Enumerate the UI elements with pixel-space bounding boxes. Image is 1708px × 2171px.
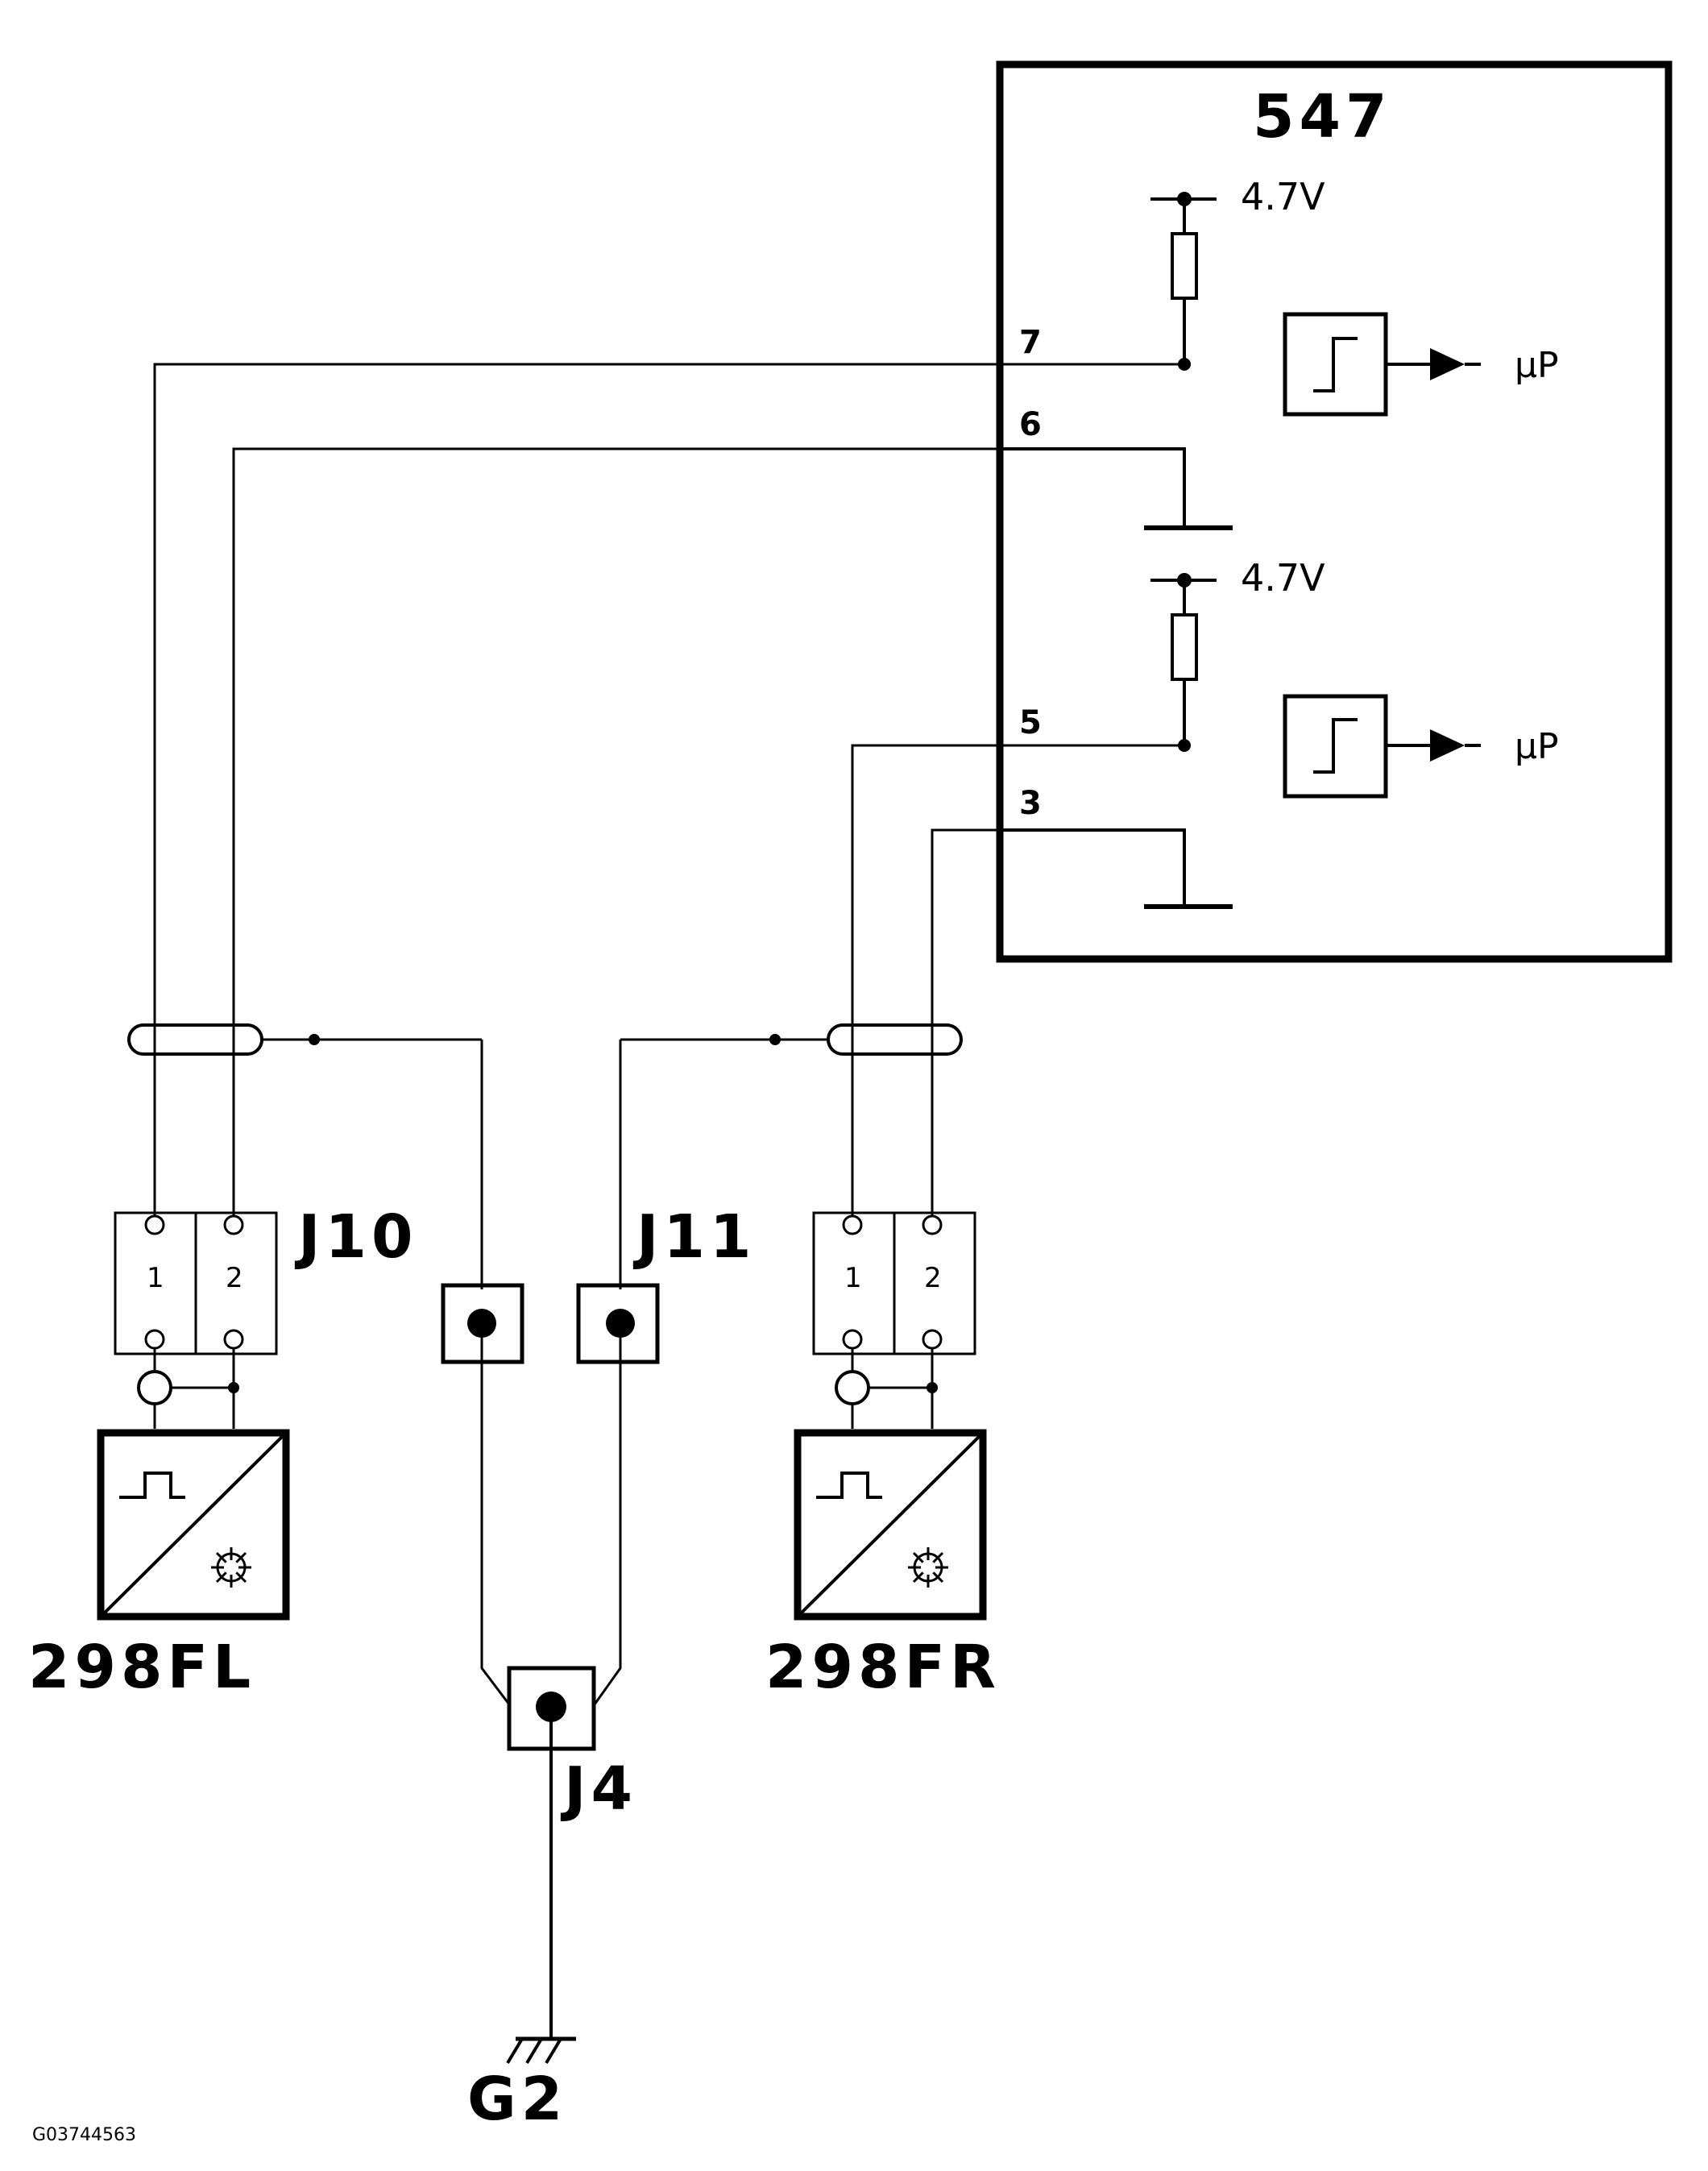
sensor-right-label: 298FR — [765, 1633, 1001, 1702]
lower-schmitt-trigger — [1283, 694, 1388, 799]
module-label: 547 — [1253, 82, 1391, 152]
pin-6-label: 6 — [1019, 406, 1042, 443]
sensor-298fl — [97, 1348, 290, 1621]
j4-label: J4 — [560, 1754, 637, 1824]
j11-terminal-1: 1 — [844, 1262, 862, 1294]
upper-input-circuit: 4.7V µP — [1150, 175, 1559, 417]
upper-schmitt-trigger — [1283, 312, 1388, 417]
lower-pullup-resistor — [1171, 613, 1198, 681]
pin3-internal-ground — [1000, 828, 1233, 909]
sensor-298fr — [794, 1348, 987, 1621]
ground-label: G2 — [467, 2065, 567, 2134]
upper-voltage-label: 4.7V — [1241, 175, 1325, 218]
wire-pin5-j11-1 — [851, 744, 1184, 1217]
right-cable-shield — [619, 1023, 963, 1289]
wire-pin7-j10-1 — [153, 363, 1184, 1217]
sensor-left-label: 298FL — [28, 1633, 255, 1702]
j10-label: J10 — [294, 1202, 418, 1272]
wire-pin6-j10-2 — [232, 447, 1000, 1217]
connector-j11: 1 2 — [812, 1211, 976, 1355]
pin-7-label: 7 — [1019, 324, 1042, 361]
upper-output-label: µP — [1515, 345, 1559, 386]
connector-j10: 1 2 — [114, 1211, 278, 1355]
module-547-box — [996, 60, 1673, 963]
lower-voltage-label: 4.7V — [1241, 556, 1325, 600]
splice-j4 — [507, 1666, 596, 2039]
ground-icon — [506, 2036, 576, 2065]
wire-pin3-j11-2 — [931, 828, 1000, 1217]
pin6-internal-ground — [1000, 447, 1233, 530]
j11-label: J11 — [632, 1202, 757, 1272]
lower-output-label: µP — [1515, 726, 1559, 767]
upper-pullup-resistor — [1171, 232, 1198, 300]
pin-5-label: 5 — [1019, 704, 1042, 741]
left-cable-shield — [127, 1023, 483, 1289]
lower-input-circuit: 4.7V µP — [1150, 556, 1559, 799]
j10-terminal-1: 1 — [147, 1262, 164, 1294]
j10-terminal-2: 2 — [226, 1262, 243, 1294]
figure-code: G03744563 — [32, 2125, 136, 2145]
j11-terminal-2: 2 — [924, 1262, 942, 1294]
gear-icon — [211, 1547, 251, 1588]
left-shield-splice — [441, 1283, 524, 1705]
right-shield-splice — [576, 1283, 660, 1705]
gear-icon — [908, 1547, 948, 1588]
pin-3-label: 3 — [1019, 785, 1042, 822]
